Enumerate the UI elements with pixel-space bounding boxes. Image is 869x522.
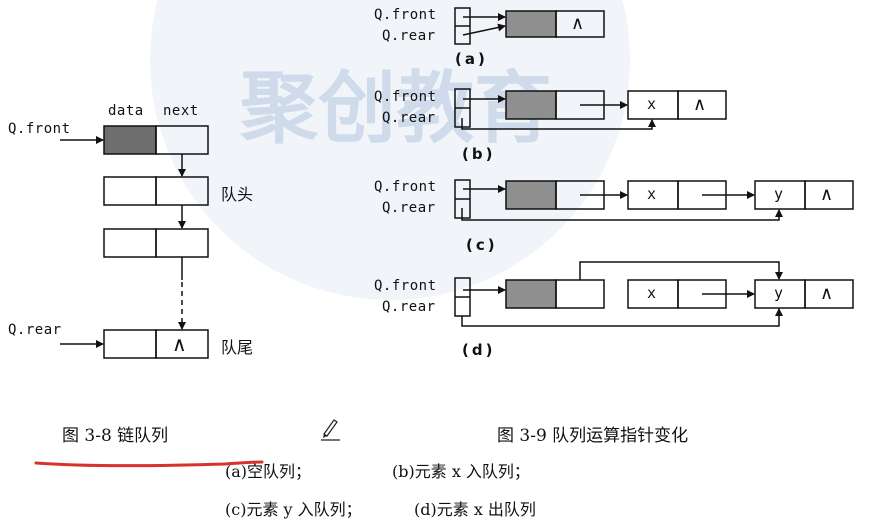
- fig38-header-next: next: [163, 103, 199, 119]
- fig39c-y-value: y: [774, 185, 784, 203]
- fig39b-null-symbol: ∧: [693, 94, 707, 115]
- fig39b-rear-arrow: [461, 118, 656, 130]
- fig39a-head-next: [555, 10, 605, 38]
- watermark-text: 聚创教育: [239, 64, 552, 154]
- note-b: (b)元素 x 入队列；: [392, 462, 530, 481]
- fig39d-rear-label: Q.rear: [382, 299, 436, 315]
- fig39d-null-symbol: ∧: [820, 283, 834, 304]
- fig39d-head-link-arrow: [579, 261, 783, 280]
- fig38-tail-next: [155, 329, 209, 359]
- fig39c-null-symbol: ∧: [820, 184, 834, 205]
- fig39d-front-label: Q.front: [374, 278, 437, 294]
- fig39b-x-next: [677, 90, 727, 120]
- fig39a-sublabel: (a): [455, 50, 488, 68]
- fig38-tail-label: 队尾: [221, 338, 254, 357]
- fig39c-y-next: [804, 180, 854, 210]
- fig39c-rear-label: Q.rear: [382, 200, 436, 216]
- fig39c-sublabel: (c): [466, 236, 498, 254]
- fig38-node1-data: [103, 176, 157, 206]
- fig39b-rear-label: Q.rear: [382, 110, 436, 126]
- fig39-caption: 图 3-9 队列运算指针变化: [497, 426, 689, 446]
- fig39b-head-data: [505, 90, 557, 120]
- fig38-tail-data: [103, 329, 157, 359]
- fig38-rear-label: Q.rear: [8, 322, 62, 338]
- fig39c-x-value: x: [647, 185, 657, 203]
- fig38-header-data: data: [108, 103, 144, 119]
- red-annotation-stroke: [34, 460, 264, 468]
- fig38-caption: 图 3-8 链队列: [62, 426, 169, 446]
- fig39d-y-next: [804, 279, 854, 309]
- fig39c-head-data: [505, 180, 557, 210]
- fig38-null-symbol: ∧: [172, 332, 187, 356]
- fig39b-front-label: Q.front: [374, 89, 437, 105]
- pen-cursor-icon: [321, 419, 340, 441]
- fig38-node1-next: [155, 176, 209, 206]
- fig38-head-label: 队头: [221, 185, 254, 204]
- note-a: (a)空队列；: [225, 462, 312, 481]
- fig39d-head-next: [555, 279, 605, 309]
- fig39b-sublabel: (b): [462, 145, 496, 163]
- fig39a-rear-arrow: [462, 23, 506, 36]
- fig39c-front-label: Q.front: [374, 179, 437, 195]
- fig38-front-label: Q.front: [8, 121, 71, 137]
- note-c: (c)元素 y 入队列；: [225, 500, 362, 519]
- fig38-head-data-cell: [103, 125, 157, 155]
- fig39d-head-data: [505, 279, 557, 309]
- fig39d-rear-arrow: [461, 308, 783, 327]
- fig38-node2-data: [103, 228, 157, 258]
- fig39a-head-data: [505, 10, 557, 38]
- fig39a-rear-label: Q.rear: [382, 28, 436, 44]
- fig39d-sublabel: (d): [462, 341, 496, 359]
- fig39b-x-value: x: [647, 95, 657, 113]
- fig39a-front-label: Q.front: [374, 7, 437, 23]
- fig38-head-next-cell: [155, 125, 209, 155]
- fig38-node2-next: [155, 228, 209, 258]
- fig39d-y-value: y: [774, 284, 784, 302]
- fig39c-rear-arrow: [461, 208, 783, 221]
- fig39d-x-value: x: [647, 284, 657, 302]
- fig39a-null-symbol: ∧: [571, 13, 585, 34]
- note-d: (d)元素 x 出队列: [414, 500, 536, 519]
